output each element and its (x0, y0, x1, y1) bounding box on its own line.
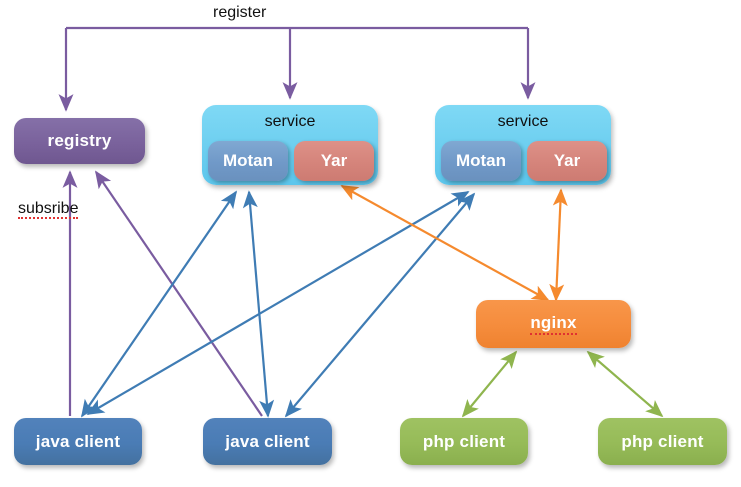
service-left-yar[interactable]: Yar (294, 141, 374, 181)
service-left-title: service (264, 113, 316, 130)
nginx-node[interactable]: nginx (476, 300, 631, 348)
register-bus (58, 26, 536, 112)
service-left-node[interactable]: service Motan Yar (202, 105, 378, 185)
subscribe-edges (62, 170, 263, 417)
php-client-left-node[interactable]: php client (400, 418, 528, 465)
java-client-left-node[interactable]: java client (14, 418, 142, 465)
motan-edges (81, 190, 476, 418)
registry-node[interactable]: registry (14, 118, 145, 164)
java-client-right-node[interactable]: java client (203, 418, 332, 465)
service-right-title: service (497, 113, 549, 130)
php-edges (461, 350, 664, 418)
yar-edges (340, 185, 568, 302)
service-left-motan[interactable]: Motan (208, 141, 288, 181)
subscribe-text: subsribe (18, 200, 79, 219)
register-label: register (213, 4, 267, 21)
service-right-yar[interactable]: Yar (527, 141, 607, 181)
php-client-right-node[interactable]: php client (598, 418, 727, 465)
nginx-label: nginx (530, 313, 577, 335)
service-right-node[interactable]: service Motan Yar (435, 105, 611, 185)
subscribe-label: subsribe (18, 200, 79, 219)
service-right-motan[interactable]: Motan (441, 141, 521, 181)
